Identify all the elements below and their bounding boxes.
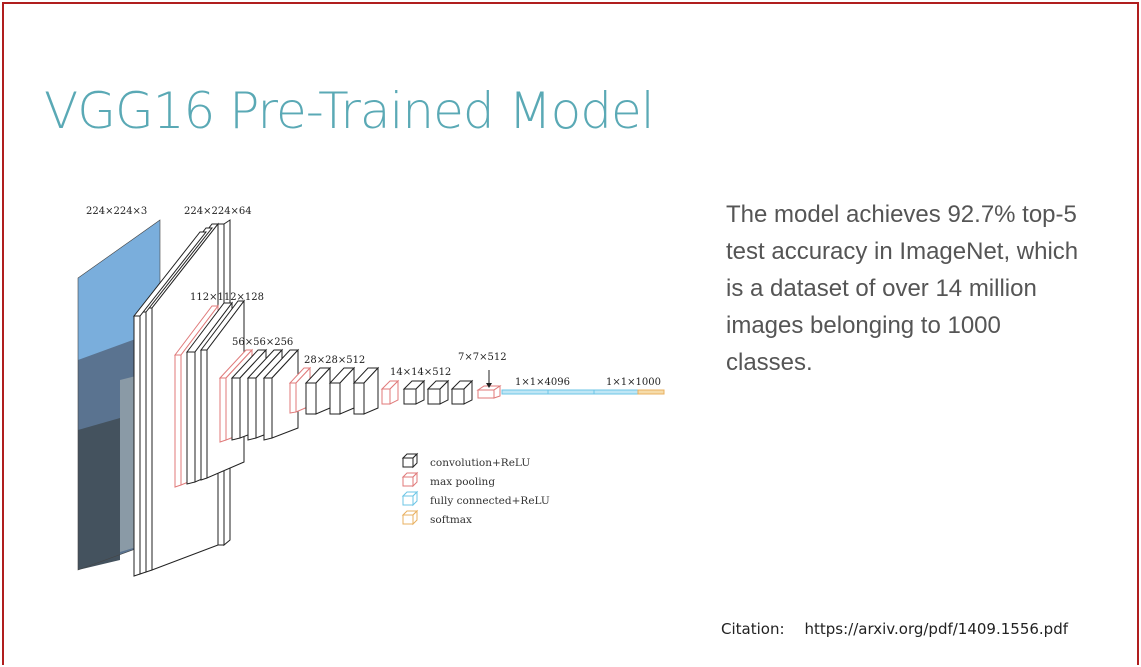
label-pool-dims: 7×7×512 [458, 352, 507, 363]
citation: Citation: https://arxiv.org/pdf/1409.1556… [721, 620, 1068, 638]
softmax-layer [637, 389, 665, 395]
conv-block-3 [218, 348, 300, 443]
pool-block-5 [476, 370, 502, 399]
label-fc-dims: 1×1×4096 [515, 377, 570, 388]
citation-link[interactable]: https://arxiv.org/pdf/1409.1556.pdf [804, 620, 1069, 638]
legend-pool-icon [401, 471, 419, 488]
legend-softmax-label: softmax [430, 514, 472, 526]
slide-title: VGG16 Pre-Trained Model [44, 82, 655, 140]
citation-label: Citation: [721, 620, 785, 638]
label-block2-dims: 112×112×128 [190, 292, 264, 303]
model-description: The model achieves 92.7% top-5 test accu… [726, 201, 1079, 376]
diagram-legend: convolution+ReLU max pooling fully conne… [401, 452, 550, 526]
label-block1-dims: 224×224×64 [184, 206, 252, 217]
legend-fc-label: fully connected+ReLU [430, 495, 550, 507]
conv-block-4 [288, 366, 380, 415]
legend-conv-label: convolution+ReLU [430, 457, 530, 469]
legend-pool-label: max pooling [430, 476, 495, 488]
legend-conv-icon [401, 452, 419, 469]
label-block5-dims: 14×14×512 [390, 367, 451, 378]
label-softmax-dims: 1×1×1000 [606, 377, 661, 388]
legend-softmax-icon [401, 509, 419, 526]
fc-layers [501, 389, 639, 395]
legend-fc-icon [401, 490, 419, 507]
label-input-dims: 224×224×3 [86, 206, 147, 217]
conv-block-5 [380, 379, 474, 405]
label-block3-dims: 56×56×256 [232, 337, 293, 348]
label-block4-dims: 28×28×512 [304, 355, 365, 366]
